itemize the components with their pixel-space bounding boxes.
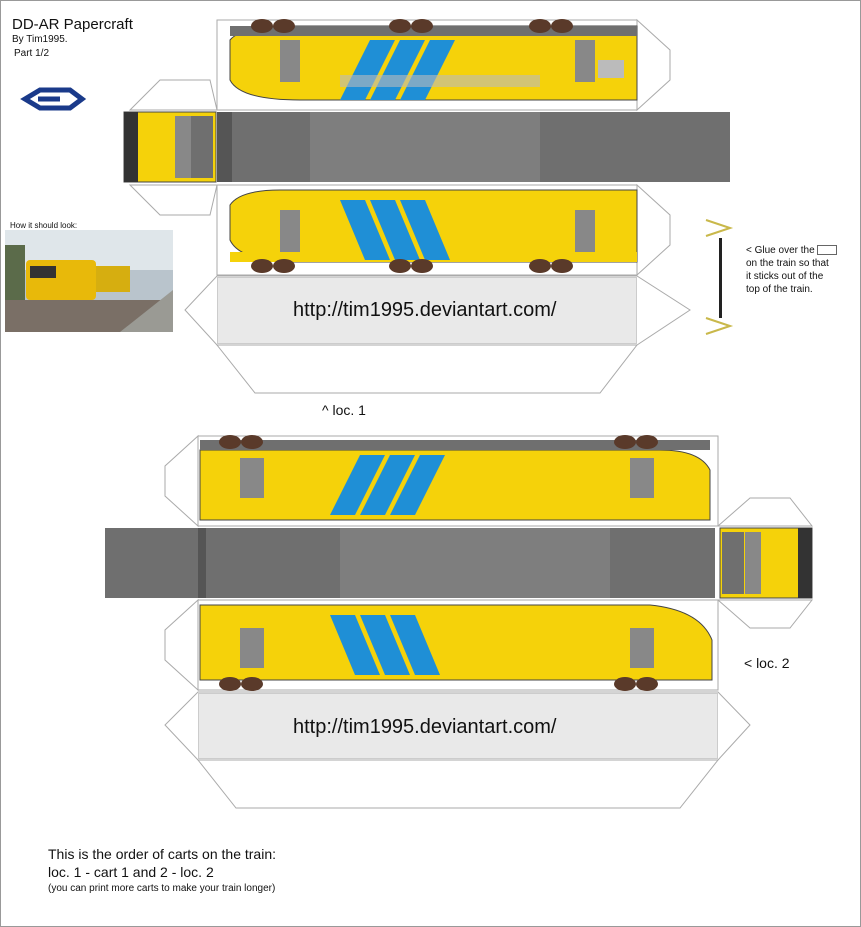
ns-logo-icon (18, 80, 90, 118)
footer-line2: loc. 1 - cart 1 and 2 - loc. 2 (48, 864, 214, 880)
glue-strip (705, 219, 734, 335)
loc2-side-upper (199, 435, 711, 521)
glue-note: < Glue over the on the train so that it … (746, 244, 856, 296)
loc1-cab-front (123, 111, 217, 183)
loc1-banner (217, 277, 637, 344)
loc1-url: http://tim1995.deviantart.com/ (293, 299, 557, 321)
preview-photo (5, 230, 173, 332)
sheet-title: DD-AR Papercraft (12, 16, 133, 33)
loc2-banner (198, 693, 718, 759)
footer-line1: This is the order of carts on the train: (48, 846, 276, 862)
glue-note-line1: < Glue over the (746, 244, 856, 257)
glue-note-line4: top of the train. (746, 284, 813, 295)
loc2-label: < loc. 2 (744, 655, 790, 671)
envelope-icon (817, 245, 838, 256)
footer-line3: (you can print more carts to make your t… (48, 883, 276, 894)
part-label: Part 1/2 (14, 48, 50, 59)
glue-note-line2: on the train so that (746, 258, 829, 269)
header-block: DD-AR Papercraft By Tim1995. Part 1/2 (12, 16, 133, 60)
author-credit: By Tim1995. (12, 34, 68, 45)
loc1-roof (217, 112, 730, 182)
loc1-side-upper (229, 19, 638, 101)
loc2-url: http://tim1995.deviantart.com/ (293, 716, 557, 738)
loc1-label: ^ loc. 1 (322, 402, 366, 418)
loc2-roof (105, 528, 715, 598)
preview-caption: How it should look: (10, 221, 78, 230)
loc2-cab-front (719, 527, 813, 599)
loc1-side-lower (229, 189, 638, 273)
glue-note-line3: it sticks out of the (746, 271, 824, 282)
loc2-net-outline (164, 434, 814, 809)
loc2-side-lower (199, 604, 713, 691)
